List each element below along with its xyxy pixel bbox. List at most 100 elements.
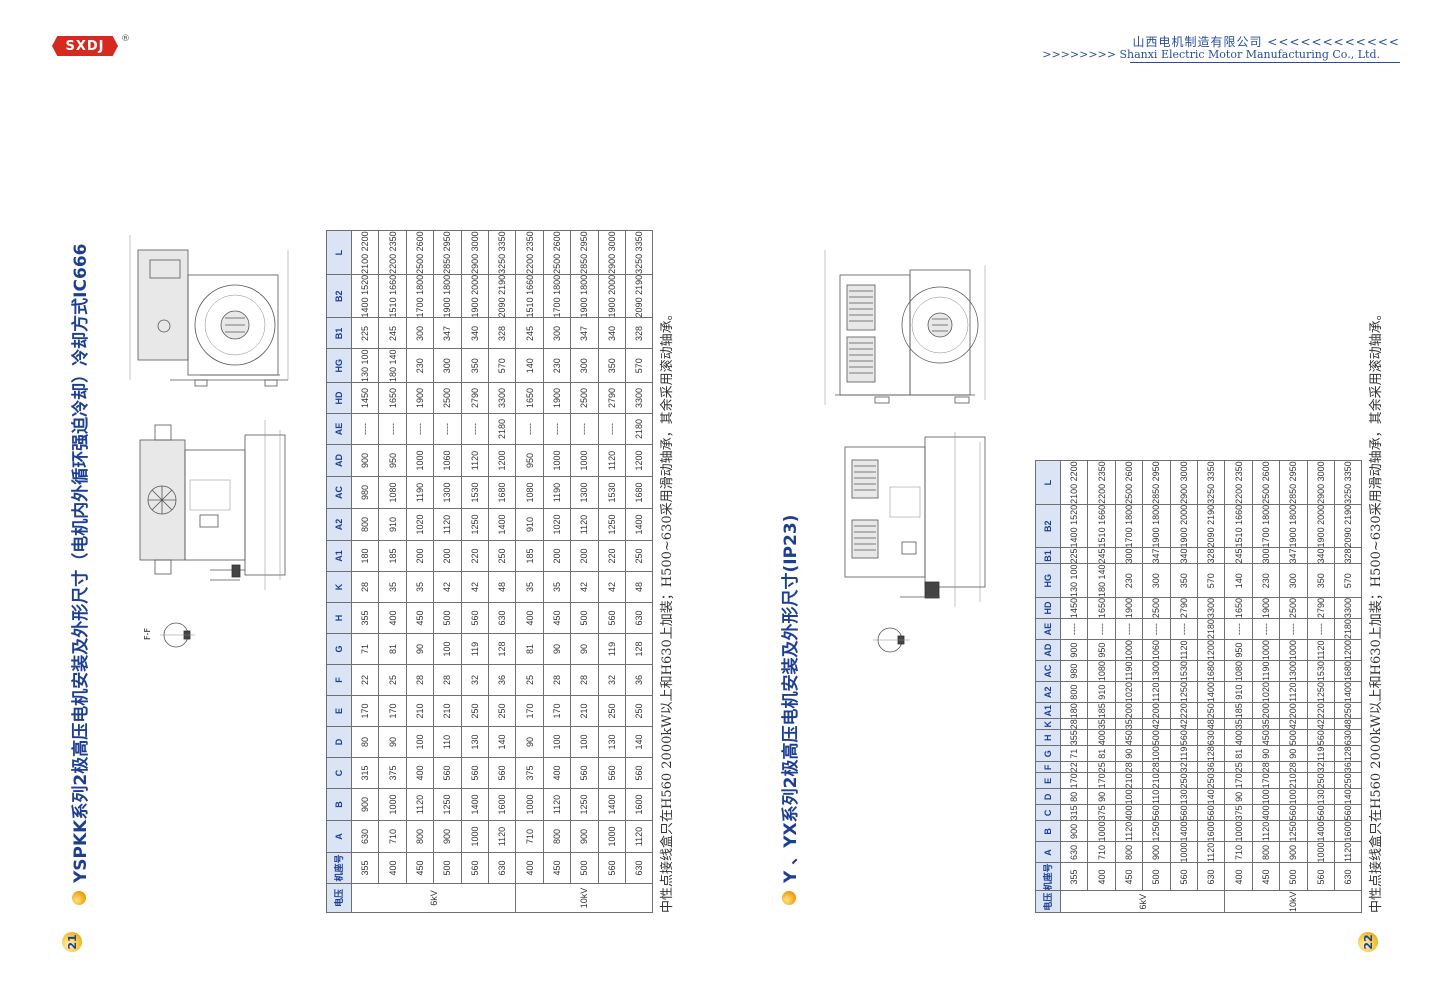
table-cell: 2790 — [1170, 597, 1198, 619]
table-cell: 200 — [433, 540, 462, 572]
table-cell: 450 — [406, 602, 434, 634]
column-header: AC — [1035, 660, 1061, 682]
table-cell: 910 — [1087, 681, 1116, 703]
table-cell: 328 — [1334, 547, 1362, 564]
page-21-footnote: 中性点接线盒只在H560 2000kW以上和H630上加装；H500~630采用… — [660, 307, 675, 913]
table-cell: 90 — [1115, 745, 1143, 762]
table-cell: 340 — [1170, 547, 1198, 564]
table-cell: 25 — [515, 664, 544, 696]
table-cell: 1900 2000 — [1307, 504, 1335, 548]
table-cell: 32 — [598, 664, 626, 696]
table-cell: 300 — [433, 348, 462, 383]
table-cell: 110 — [433, 726, 462, 758]
table-cell: 48 — [488, 571, 516, 603]
table-cell: 2850 2950 — [570, 230, 599, 275]
table-cell: 90 — [543, 633, 571, 665]
table-cell: 250 — [598, 695, 626, 727]
table-cell: 36 — [1334, 761, 1362, 773]
table-cell: 1650 — [1224, 597, 1253, 619]
table-cell: 1080 — [515, 476, 544, 509]
table-cell: 450 — [1252, 729, 1280, 746]
table-cell: 2500 — [1279, 597, 1308, 619]
table-cell: 1900 1800 — [1142, 504, 1171, 548]
table-cell: 2900 3000 — [1170, 460, 1198, 505]
column-header: 电压 — [326, 883, 352, 913]
table-cell: 119 — [1170, 745, 1198, 762]
table-cell: 90 — [1087, 788, 1116, 805]
table-cell: 710 — [378, 820, 407, 853]
table-cell: 245 — [378, 317, 407, 349]
table-cell: 800 — [351, 508, 379, 541]
table-cell: 400 — [1224, 862, 1253, 891]
table-cell: 1000 — [1279, 639, 1308, 661]
table-cell: 2790 — [461, 382, 489, 414]
table-cell: 230 — [406, 348, 434, 383]
table-cell: 560 — [1170, 862, 1198, 891]
table-cell: 1080 — [1224, 660, 1253, 682]
table-cell: 32 — [1307, 761, 1335, 773]
table-cell: 630 — [625, 602, 653, 634]
column-header: L — [326, 230, 352, 275]
column-header: D — [1035, 788, 1061, 805]
table-cell: 1000 — [1115, 639, 1143, 661]
table-cell: ---- — [433, 413, 462, 445]
table-cell: 560 — [598, 757, 626, 789]
table-cell: 400 — [1224, 729, 1253, 746]
table-cell: 80 — [1060, 788, 1088, 805]
table-cell: 250 — [488, 540, 516, 572]
table-cell: 2180 — [625, 413, 653, 445]
column-header: D — [326, 726, 352, 758]
table-cell: 32 — [461, 664, 489, 696]
table-cell: 355 — [1060, 862, 1088, 891]
table-cell: 220 — [598, 540, 626, 572]
table-cell: 180 — [1060, 702, 1088, 719]
table-cell: 560 — [1307, 729, 1335, 746]
table-cell: 560 — [1279, 804, 1308, 821]
table-cell: 350 — [461, 348, 489, 383]
table-cell: 1250 — [433, 788, 462, 821]
table-cell: 1250 — [1279, 820, 1308, 842]
table-cell: 1700 1800 — [406, 274, 434, 318]
table-cell: 81 — [1087, 745, 1116, 762]
table-cell: 1080 — [1087, 660, 1116, 682]
table-cell: 1120 — [461, 444, 489, 477]
table-cell: 128 — [625, 633, 653, 665]
table-cell: 3300 — [1197, 597, 1225, 619]
table-cell: 1600 — [1197, 820, 1225, 842]
motor-end-view-drawing-ip23 — [824, 250, 986, 405]
table-cell: 250 — [625, 540, 653, 572]
table-cell: 1080 — [378, 476, 407, 509]
table-cell: 220 — [461, 540, 489, 572]
table-cell: 210 — [1279, 772, 1308, 789]
table-cell: 128 — [1334, 745, 1362, 762]
table-cell: 1000 — [570, 444, 599, 477]
table-cell: 560 — [488, 757, 516, 789]
table-cell: 225 — [351, 317, 379, 349]
table-cell: 28 — [1115, 761, 1143, 773]
table-cell: 2100 2200 — [1060, 460, 1088, 505]
table-cell: 800 — [1115, 841, 1143, 863]
table-cell: 1000 — [1307, 841, 1335, 863]
table-cell: 42 — [1307, 718, 1335, 730]
table-cell: 450 — [1115, 729, 1143, 746]
table-cell: 630 — [1197, 862, 1225, 891]
table-cell: 1000 — [515, 788, 544, 821]
column-header: AE — [1035, 618, 1061, 640]
table-cell: 1120 — [488, 820, 516, 853]
table-cell: 1300 — [1142, 660, 1171, 682]
table-cell: 2200 2350 — [1224, 460, 1253, 505]
table-cell: 3300 — [488, 382, 516, 414]
table-cell: 1120 — [1115, 820, 1143, 842]
table-cell: 1000 — [543, 444, 571, 477]
table-cell: ---- — [543, 413, 571, 445]
table-cell: 1120 — [1334, 841, 1362, 863]
table-cell: 2500 — [570, 382, 599, 414]
table-cell: 230 — [543, 348, 571, 383]
table-cell: 1680 — [625, 476, 653, 509]
